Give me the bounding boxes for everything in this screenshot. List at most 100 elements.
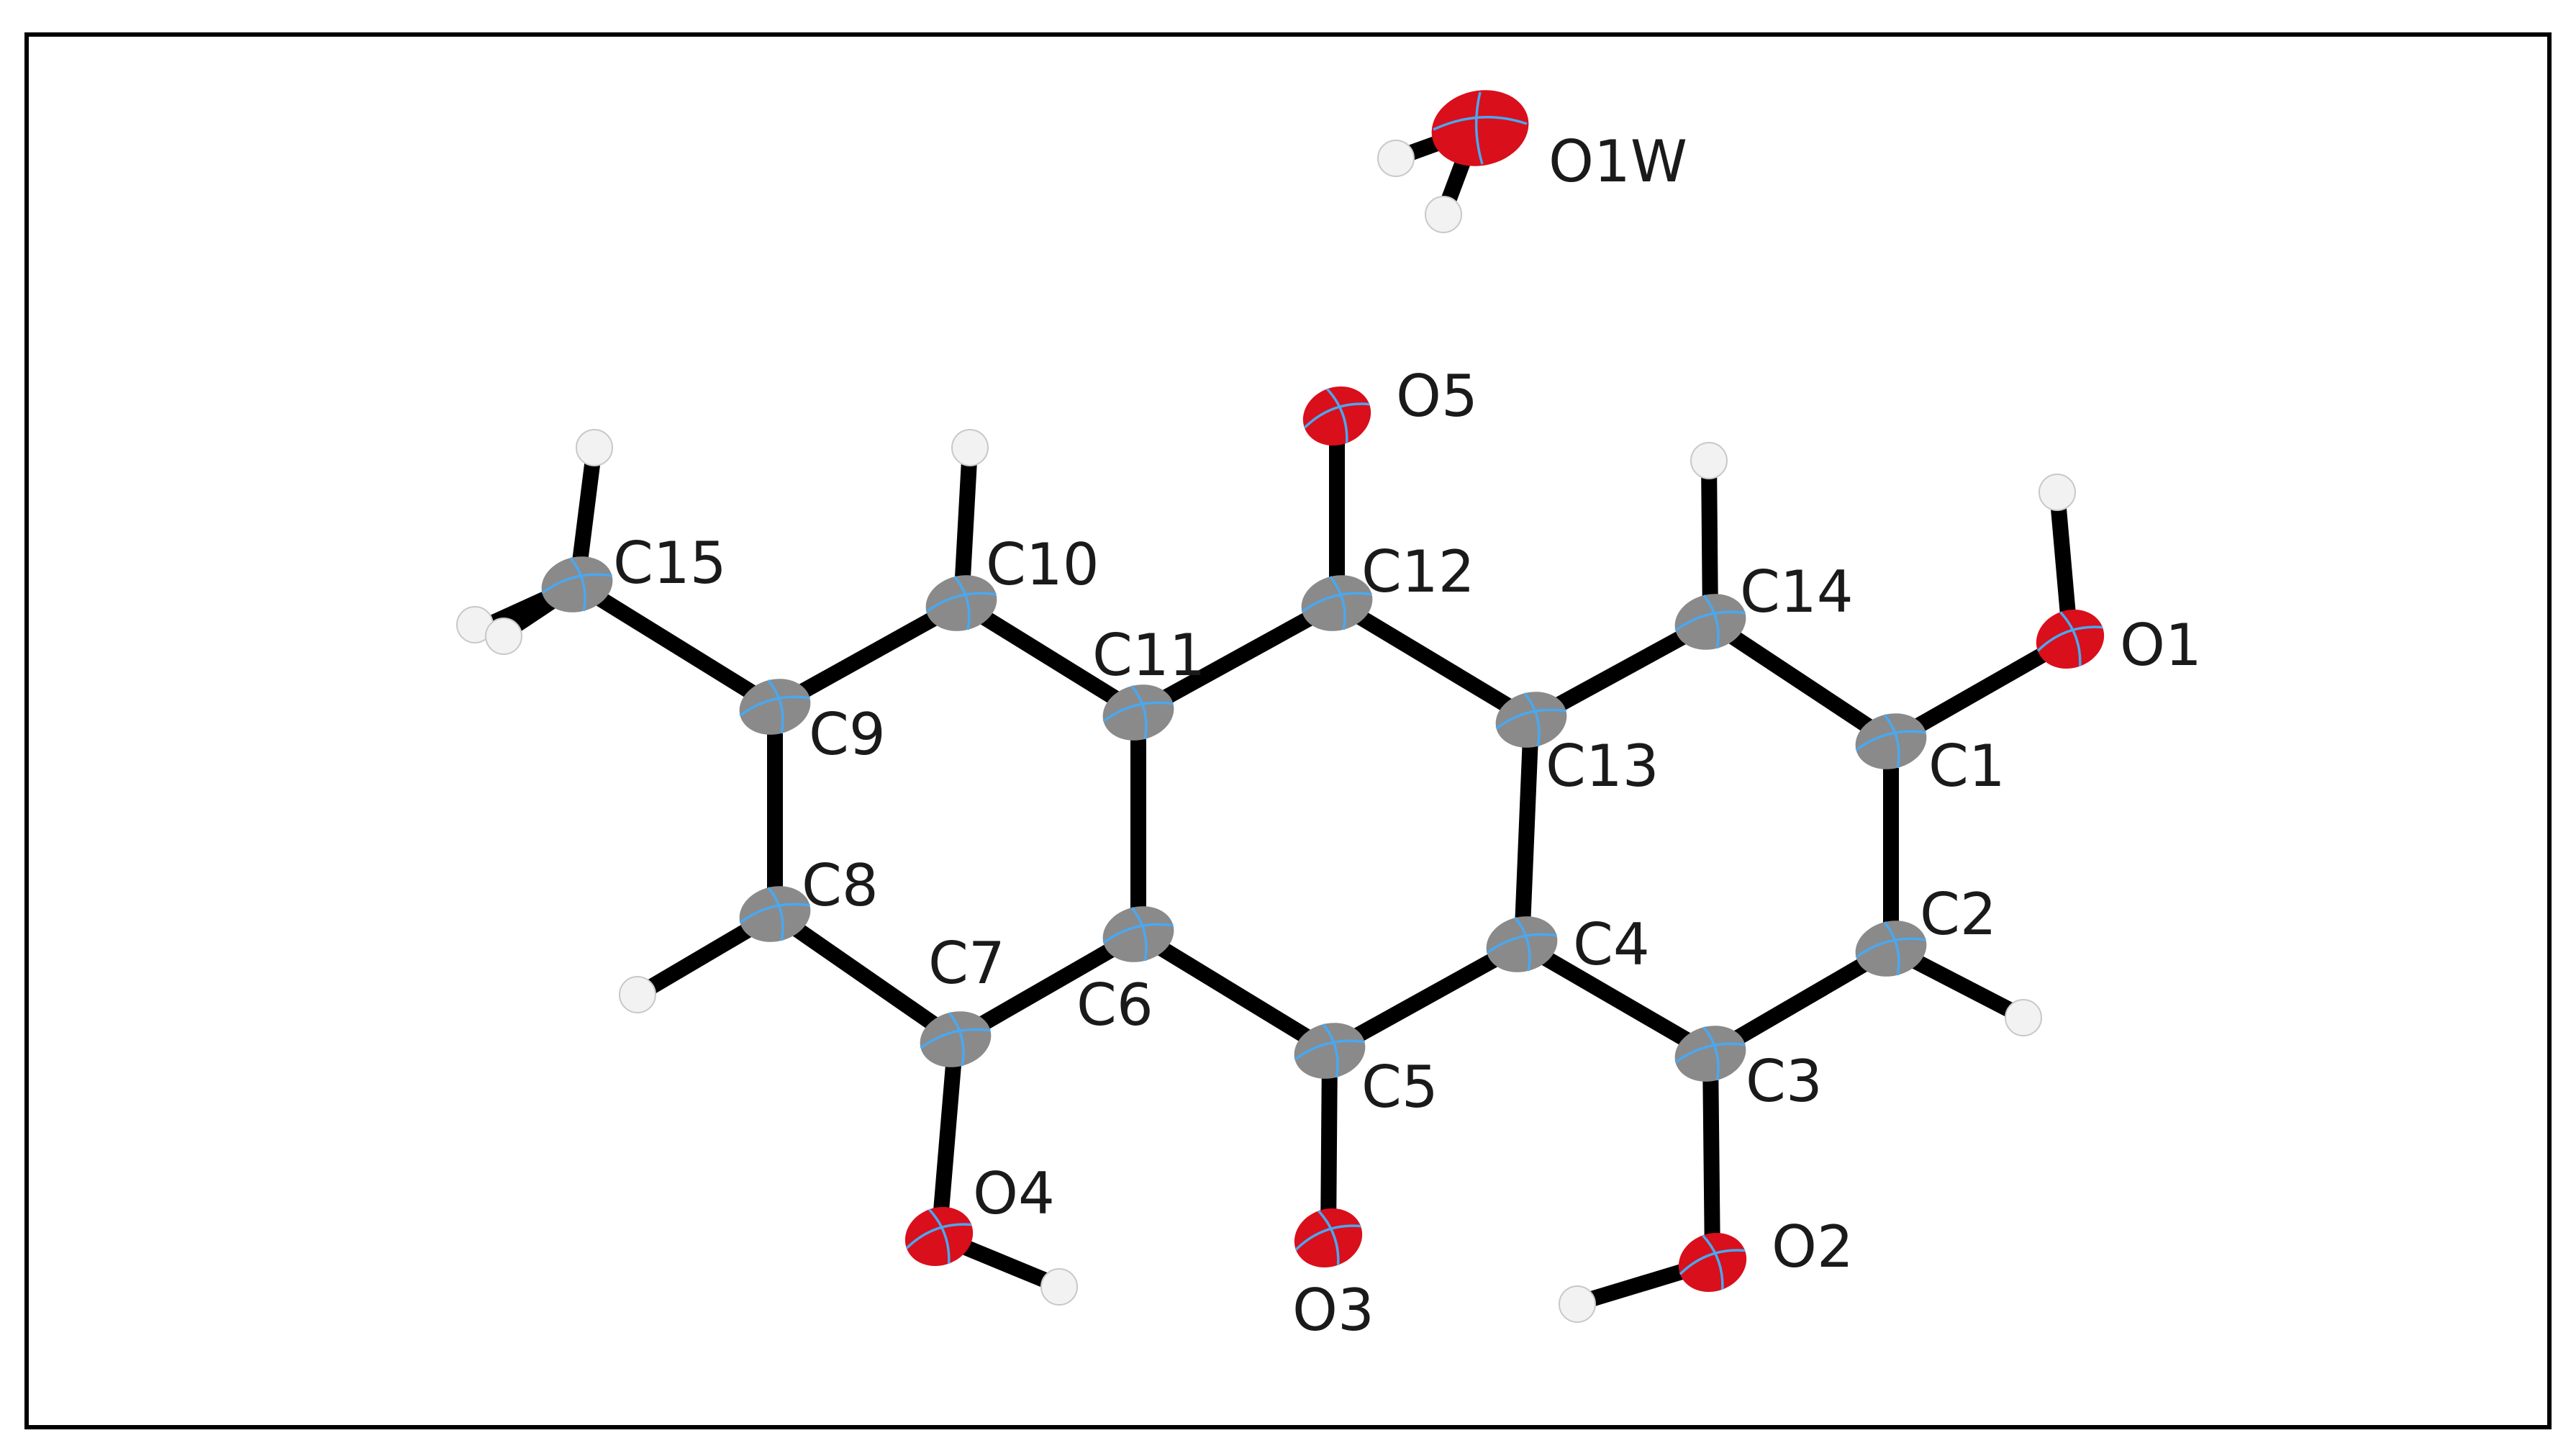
label-c1: C1 <box>1928 733 2005 800</box>
atom-ellipsoid <box>1674 1026 1746 1082</box>
bond-c4-c13 <box>1514 712 1539 952</box>
label-c8: C8 <box>802 852 879 919</box>
oxygen-atom-o4 <box>904 1206 974 1267</box>
atom-ellipsoid <box>1302 386 1371 446</box>
label-o2: O2 <box>1772 1213 1854 1280</box>
ellipsoid-axis-o1w <box>1433 91 1528 165</box>
bond-c4-c5 <box>1322 936 1530 1059</box>
bond-c9-c10 <box>767 595 969 715</box>
atom-ellipsoid-axis <box>1486 917 1557 972</box>
label-c6: C6 <box>1076 972 1153 1039</box>
atom-ellipsoid-axis <box>1855 921 1926 976</box>
atom-ellipsoid-axis <box>1301 576 1372 630</box>
carbon-atom-c12 <box>1301 575 1373 631</box>
atom-ellipsoid <box>2036 609 2105 669</box>
atom-ellipsoid-axis <box>1102 907 1174 962</box>
atom-ellipsoid <box>1678 1232 1747 1293</box>
oxygen-atom-o1 <box>2036 609 2105 669</box>
atom-ellipsoid-axis <box>1294 1023 1365 1078</box>
atom-ellipsoid-axis <box>1674 1026 1746 1081</box>
bond-c12-c13 <box>1329 595 1539 728</box>
hydrogen-atom-c15-a <box>576 429 613 466</box>
hydrogen-atom-o4 <box>1040 1268 1078 1306</box>
atom-ellipsoid-axis <box>925 576 997 630</box>
carbon-atom-c10 <box>925 575 997 631</box>
label-c13: C13 <box>1546 733 1659 800</box>
atom-label-layer: O1W O5 C15 C10 C12 C14 O1 C11 C9 C13 C1 … <box>613 128 2202 1344</box>
figure-frame <box>24 32 2552 1429</box>
label-o3: O3 <box>1292 1277 1374 1344</box>
atom-ellipsoid <box>739 886 811 942</box>
hydrogen-atom-c8 <box>619 976 656 1013</box>
atom-ellipsoid-axis <box>1679 1234 1746 1290</box>
bond-c9-c15 <box>569 576 783 715</box>
bond-c14-c1 <box>1702 614 1899 749</box>
hydrogen-atom-c14 <box>1690 442 1728 479</box>
hydrogen-atom-o1w-b <box>1425 196 1462 233</box>
carbon-atom-c14 <box>1674 594 1746 650</box>
atom-ellipsoid <box>1294 1208 1363 1268</box>
atom-ellipsoid-axis <box>1294 1210 1361 1265</box>
atom-ellipsoid-axis <box>739 679 810 734</box>
hydrogen-atom-c10 <box>951 429 989 466</box>
oxygen-atom-o2 <box>1678 1232 1747 1293</box>
label-o5: O5 <box>1396 363 1478 430</box>
atom-ellipsoid <box>1301 575 1373 631</box>
label-c14: C14 <box>1740 559 1854 625</box>
label-c5: C5 <box>1361 1054 1438 1121</box>
atom-ellipsoid-axis <box>905 1208 972 1264</box>
hydrogen-atom-c2 <box>2005 999 2042 1036</box>
bond-c5-c6 <box>1130 926 1338 1059</box>
carbon-atom-c15 <box>541 556 613 612</box>
atom-ellipsoid <box>925 575 997 631</box>
label-c4: C4 <box>1573 911 1650 978</box>
oxygen-atom-o1w <box>1431 90 1529 166</box>
label-c7: C7 <box>928 930 1005 997</box>
hydrogen-atom-c15-c <box>485 618 522 655</box>
water-molecule-o1w <box>1377 90 1529 233</box>
label-c15: C15 <box>613 530 727 597</box>
label-o4: O4 <box>973 1160 1055 1227</box>
atom-ellipsoid-axis <box>2036 611 2103 666</box>
bond-c5-o3 <box>1320 1043 1338 1246</box>
hydrogen-atom-o1w-a <box>1377 140 1415 177</box>
atom-ellipsoid <box>1855 713 1927 769</box>
bond-c7-o4 <box>931 1031 963 1244</box>
hydrogen-atom-o1 <box>2038 474 2076 511</box>
atom-layer <box>541 386 2105 1293</box>
carbon-atom-c5 <box>1294 1023 1366 1079</box>
atom-ellipsoid <box>1855 921 1927 977</box>
atom-ellipsoid <box>1102 906 1174 962</box>
atom-ellipsoid-axis <box>920 1012 991 1067</box>
label-c3: C3 <box>1746 1048 1823 1115</box>
carbon-atom-c3 <box>1674 1026 1746 1082</box>
atom-ellipsoid <box>1495 692 1567 748</box>
atom-ellipsoid <box>541 556 613 612</box>
atom-ellipsoid <box>904 1206 974 1267</box>
atom-ellipsoid-axis <box>1495 692 1566 747</box>
atom-ellipsoid <box>739 679 811 735</box>
label-c2: C2 <box>1920 881 1997 948</box>
carbon-atom-c4 <box>1486 916 1558 972</box>
atom-ellipsoid <box>1294 1023 1366 1079</box>
oxygen-atom-o5 <box>1302 386 1371 446</box>
carbon-atom-c1 <box>1855 713 1927 769</box>
atom-ellipsoid <box>920 1011 992 1067</box>
atom-ellipsoid-axis <box>739 887 810 941</box>
hydrogen-atom-o2 <box>1559 1285 1596 1323</box>
atom-ellipsoid-axis <box>1102 685 1174 740</box>
atom-ellipsoid-axis <box>1303 388 1370 443</box>
atom-ellipsoid-axis <box>1674 594 1746 649</box>
oxygen-atom-o3 <box>1294 1208 1363 1268</box>
label-c9: C9 <box>809 701 886 768</box>
label-o1: O1 <box>2120 612 2202 679</box>
bond-c3-o2 <box>1702 1046 1720 1270</box>
bond-c7-c8 <box>767 906 963 1047</box>
bond-c3-c4 <box>1514 936 1718 1062</box>
label-c12: C12 <box>1361 538 1475 605</box>
atom-ellipsoid <box>1486 916 1558 972</box>
bond-c11-c12 <box>1130 595 1345 720</box>
atom-ellipsoid-axis <box>541 557 612 612</box>
atom-ellipsoid <box>1102 684 1174 741</box>
